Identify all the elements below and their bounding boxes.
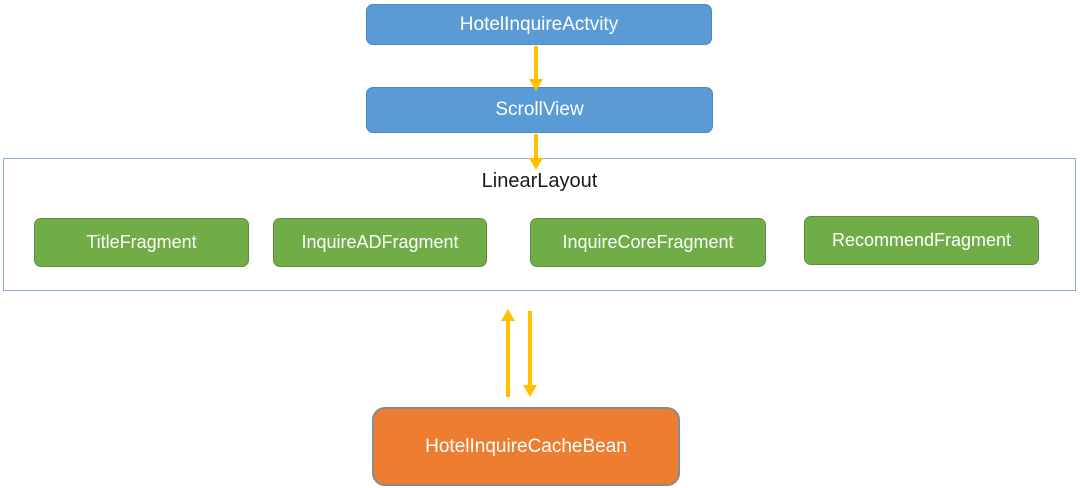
node-inquire-core-fragment: InquireCoreFragment [530,218,766,267]
node-recommend-fragment-label: RecommendFragment [831,230,1012,250]
node-linearlayout-label: LinearLayout [481,170,598,192]
node-inquire-ad-fragment: InquireADFragment [273,218,487,267]
node-hotel-inquire-cache-bean: HotelInquireCacheBean [372,407,680,486]
node-hotel-inquire-activity: HotelInquireActvity [366,4,712,45]
node-hotel-inquire-cache-bean-label: HotelInquireCacheBean [425,435,627,457]
node-inquire-ad-fragment-label: InquireADFragment [301,232,459,252]
node-scrollview: ScrollView [366,87,713,133]
arrow-linearlayout-to-cachebean-down [523,311,537,397]
node-title-fragment-label: TitleFragment [86,232,197,252]
node-recommend-fragment: RecommendFragment [804,216,1039,265]
node-scrollview-label: ScrollView [495,99,584,120]
node-hotel-inquire-activity-label: HotelInquireActvity [459,13,619,35]
node-title-fragment: TitleFragment [34,218,249,267]
node-linearlayout-container: LinearLayout TitleFragment InquireADFrag… [3,158,1076,291]
arrow-activity-to-scrollview [529,46,543,91]
arrow-cachebean-to-linearlayout-up [501,309,515,397]
node-inquire-core-fragment-label: InquireCoreFragment [562,232,734,252]
